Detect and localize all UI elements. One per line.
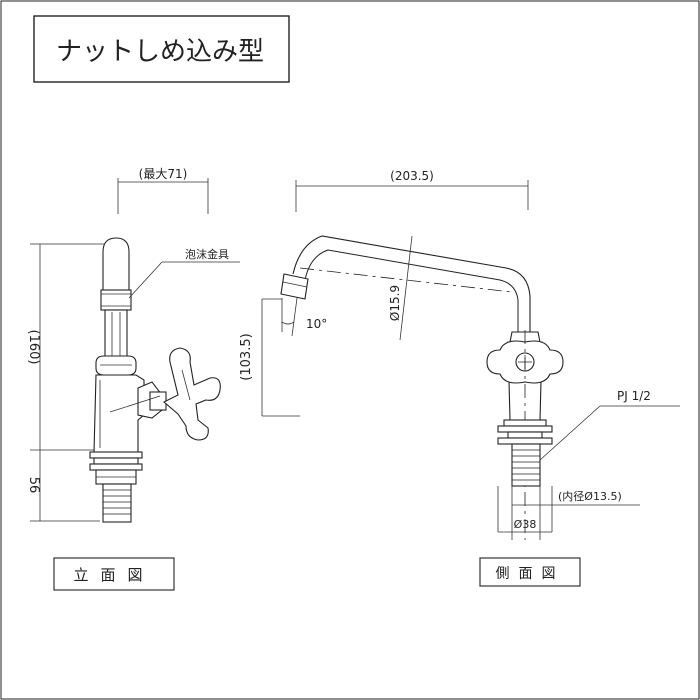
side-view: (203.5) Ø15.9 10° (103.5) — [239, 169, 680, 540]
front-collar — [95, 355, 137, 376]
side-dim-reach: (203.5) — [390, 169, 434, 183]
side-shank — [511, 443, 541, 487]
front-view: (最大71) (160) 56 — [26, 167, 240, 523]
side-dim-outer: Ø38 — [514, 518, 537, 531]
front-dim-height: (160) — [26, 330, 41, 365]
front-washer — [89, 451, 143, 459]
front-view-label: 立面図 — [73, 566, 154, 584]
side-washer — [503, 419, 547, 427]
side-dim-spout-height: (103.5) — [239, 333, 254, 380]
side-spout-pipe — [292, 235, 531, 332]
front-callout-aerator: 泡沫金具 — [185, 247, 229, 261]
side-dim-inner: (内径Ø13.5) — [558, 489, 622, 503]
side-label-box — [479, 557, 581, 587]
front-cross-handle — [163, 347, 221, 441]
side-view-label: 側面図 — [496, 566, 565, 582]
front-body — [93, 374, 145, 453]
front-label-box — [53, 557, 175, 591]
page-title: ナットしめ込み型 — [56, 37, 264, 67]
side-dim-pipe: Ø15.9 — [388, 285, 402, 321]
front-aerator-nut — [100, 289, 132, 311]
front-aerator-tip — [102, 237, 130, 291]
side-aerator — [280, 273, 309, 300]
side-dim-angle: 10° — [306, 317, 327, 331]
front-dim-base: 56 — [26, 477, 41, 494]
side-callout-thread: PJ 1/2 — [617, 389, 651, 403]
title-box — [33, 15, 290, 83]
front-dim-width: (最大71) — [139, 167, 188, 181]
